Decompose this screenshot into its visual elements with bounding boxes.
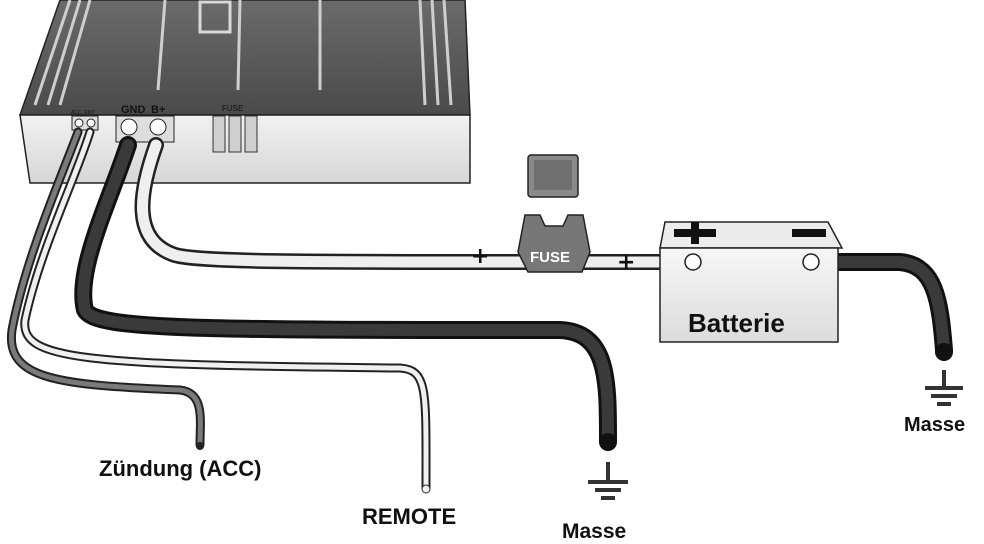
inline-fuse — [517, 154, 591, 273]
battery — [659, 221, 844, 343]
ground-icon — [588, 462, 628, 500]
ground-wire-end — [599, 433, 617, 451]
battery-top — [659, 221, 844, 249]
ignition-wire-end — [196, 442, 204, 450]
plus-sign-left: + — [471, 244, 490, 269]
ignition-wire — [6, 127, 205, 450]
rmt-terminal-label: RMT — [84, 110, 95, 116]
heatsink-fins — [33, 0, 453, 106]
ground-label-battery: Masse — [904, 414, 966, 436]
amplifier-top — [18, 0, 471, 116]
amplifier-logo-mark — [198, 0, 232, 34]
amplifier — [18, 0, 471, 184]
amplifier-fuse-label: FUSE — [222, 104, 244, 113]
ground-label-wire: Masse — [562, 520, 627, 543]
remote-wire-end — [421, 484, 431, 494]
ground-wire — [74, 136, 617, 449]
ignition-label: Zündung (ACC) — [99, 456, 262, 481]
remote-wire — [20, 127, 431, 493]
battery-plus-symbol — [674, 222, 716, 244]
remote-label: REMOTE — [362, 504, 457, 529]
ground-icon — [925, 370, 963, 406]
inline-fuse-label: FUSE — [530, 249, 571, 266]
plus-sign-right: + — [617, 250, 636, 275]
bplus-terminal-label: B+ — [151, 104, 166, 116]
battery-minus-symbol — [792, 229, 826, 237]
amplifier-fuses — [212, 115, 258, 153]
gnd-terminal-label: GND — [121, 104, 146, 116]
battery-negative-terminal — [802, 253, 820, 271]
small-terminal-block — [71, 115, 99, 131]
fuse-holder — [517, 214, 591, 273]
battery-ground-wire-end — [935, 343, 953, 361]
battery-ground-wire — [806, 253, 953, 359]
battery-label: Batterie — [688, 308, 785, 338]
acc-terminal-label: ACC — [71, 110, 82, 116]
battery-positive-terminal — [684, 253, 702, 271]
